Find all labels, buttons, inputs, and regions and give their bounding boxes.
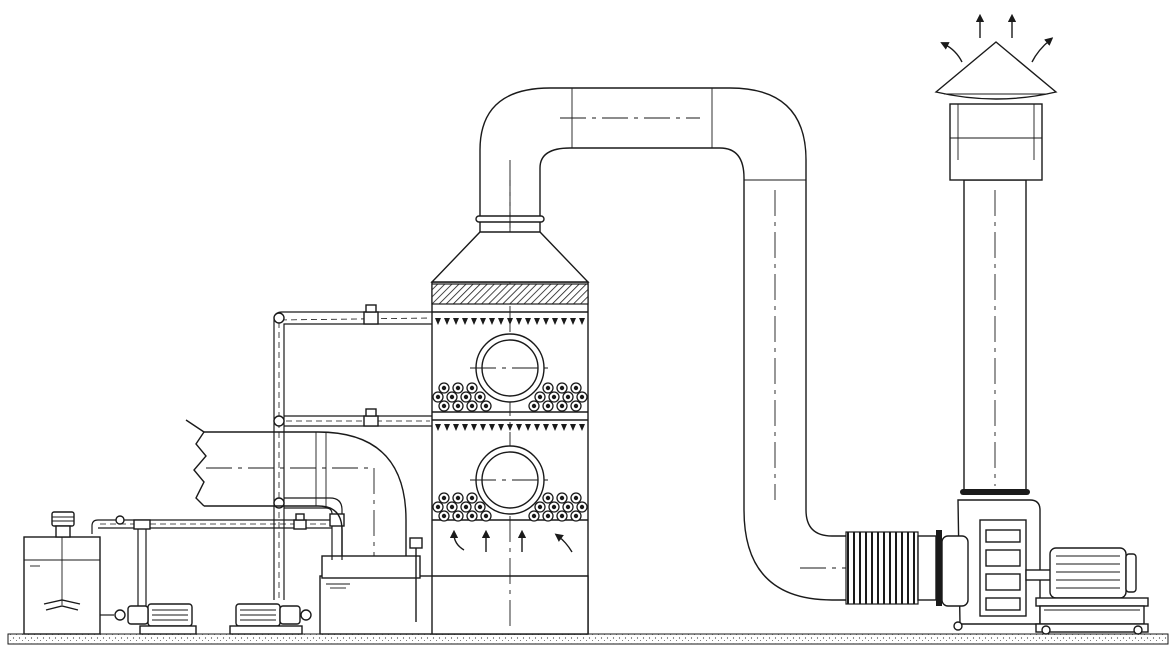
dosing-pipe <box>91 515 332 616</box>
packing-ball <box>452 382 464 394</box>
centrifugal-fan <box>941 499 1057 631</box>
packing-ball <box>446 391 458 403</box>
spray-nozzle <box>507 318 513 325</box>
flexible-connector <box>845 530 942 606</box>
packing-ball <box>556 382 568 394</box>
spray-nozzles-upper <box>435 318 585 325</box>
packing-ball <box>562 391 574 403</box>
packing-ball <box>570 382 582 394</box>
packing-ball <box>570 510 582 522</box>
packing-ball <box>474 391 486 403</box>
packing-ball <box>466 382 478 394</box>
packing-ball <box>438 492 450 504</box>
packing-ball <box>542 492 554 504</box>
exhaust-arrows <box>940 13 1054 63</box>
packing-ball <box>576 501 588 513</box>
spray-nozzle <box>570 424 576 431</box>
spray-nozzle <box>516 424 522 431</box>
inspection-port-lower <box>470 445 550 515</box>
packing-ball <box>466 492 478 504</box>
packing-ball <box>556 400 568 412</box>
gas-flow-arrows <box>449 529 573 553</box>
spray-nozzle <box>480 318 486 325</box>
spray-nozzle <box>516 318 522 325</box>
spray-nozzle <box>480 424 486 431</box>
packing-ball <box>548 501 560 513</box>
packing-ball <box>528 400 540 412</box>
spray-nozzle <box>444 424 450 431</box>
spray-nozzle <box>507 424 513 431</box>
packing-ball <box>474 501 486 513</box>
packing-ball <box>438 510 450 522</box>
packing-ball <box>570 400 582 412</box>
packing-ball <box>556 510 568 522</box>
spray-nozzle <box>552 318 558 325</box>
spray-nozzle <box>462 424 468 431</box>
exhaust-stack <box>949 103 1043 495</box>
demister <box>431 283 589 305</box>
spray-nozzle <box>525 424 531 431</box>
spray-nozzle <box>561 318 567 325</box>
spray-nozzle <box>489 424 495 431</box>
spray-nozzle <box>435 424 441 431</box>
spray-nozzle <box>525 318 531 325</box>
packing-ball <box>562 501 574 513</box>
spray-nozzle <box>444 318 450 325</box>
packing-ball <box>534 501 546 513</box>
fan-motor <box>1035 547 1149 635</box>
packing-ball <box>438 382 450 394</box>
rain-cap <box>934 41 1058 100</box>
dosing-tank <box>23 536 101 635</box>
spray-nozzles-lower <box>435 424 585 431</box>
packing-ball <box>556 492 568 504</box>
agitator-motor <box>51 511 75 538</box>
spray-nozzle <box>552 424 558 431</box>
packing-ball <box>466 400 478 412</box>
spray-nozzle <box>579 318 585 325</box>
inlet-duct <box>185 419 407 556</box>
spray-nozzle <box>498 318 504 325</box>
packing-ball <box>438 400 450 412</box>
spray-nozzle <box>498 424 504 431</box>
spray-nozzle <box>534 318 540 325</box>
spray-nozzle <box>534 424 540 431</box>
ground-base <box>7 633 1169 645</box>
packing-ball <box>542 510 554 522</box>
spray-nozzle <box>453 318 459 325</box>
packing-ball <box>480 400 492 412</box>
spray-nozzle <box>453 424 459 431</box>
packing-ball <box>446 501 458 513</box>
spray-nozzle <box>543 424 549 431</box>
packing-ball <box>528 510 540 522</box>
packing-ball <box>432 501 444 513</box>
spray-nozzle <box>471 318 477 325</box>
packing-ball <box>432 391 444 403</box>
packing-ball <box>452 400 464 412</box>
packing-ball <box>480 510 492 522</box>
packing-ball <box>576 391 588 403</box>
packing-ball <box>542 382 554 394</box>
spray-nozzle <box>435 318 441 325</box>
packing-ball <box>460 391 472 403</box>
circulation-pump-2 <box>229 603 312 635</box>
spray-nozzle <box>462 318 468 325</box>
inspection-port-upper <box>470 333 550 403</box>
spray-nozzle <box>579 424 585 431</box>
packing-ball <box>452 510 464 522</box>
spray-nozzle <box>543 318 549 325</box>
packing-ball <box>570 492 582 504</box>
circulation-pump-1 <box>114 603 197 635</box>
packing-ball <box>534 391 546 403</box>
packing-ball <box>542 400 554 412</box>
packing-ball <box>460 501 472 513</box>
packing-ball <box>548 391 560 403</box>
spray-nozzle <box>489 318 495 325</box>
spray-nozzle <box>570 318 576 325</box>
packing-ball <box>452 492 464 504</box>
spray-nozzle <box>471 424 477 431</box>
spray-nozzle <box>561 424 567 431</box>
packing-media <box>432 382 588 522</box>
packing-ball <box>466 510 478 522</box>
